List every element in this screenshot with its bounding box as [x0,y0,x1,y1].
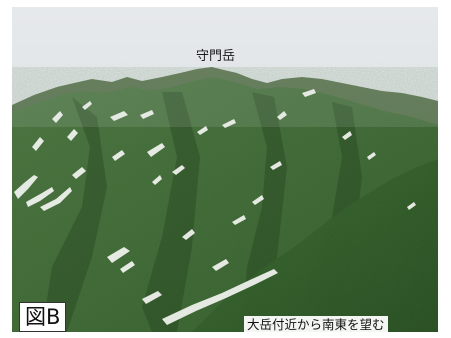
peak-name-label: 守門岳 [196,49,236,64]
snow-patches [14,89,416,325]
mountain-photo-svg [12,7,438,332]
figure-label: 図B [19,302,67,332]
mountain-photo [12,7,438,332]
haze [12,67,438,127]
photo-caption: 大岳付近から南東を望む [244,316,388,333]
